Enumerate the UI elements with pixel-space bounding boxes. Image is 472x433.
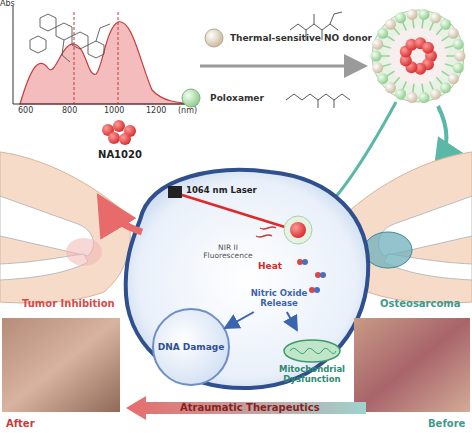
- annotation-label: Before: [428, 418, 465, 429]
- bead: [395, 89, 406, 100]
- mitochondrion-shape: [282, 338, 342, 364]
- bead: [377, 28, 388, 39]
- bead: [430, 89, 441, 100]
- annotation-label: 1064 nm Laser: [186, 186, 257, 195]
- annotation-label: 1200: [146, 107, 166, 116]
- node-text: Nitric Oxide Release: [248, 288, 310, 308]
- annotation-label: NIR II Fluorescence: [200, 244, 256, 261]
- mitochondrion: Mitochondrial Dysfunction: [270, 330, 354, 384]
- red-arrow: [104, 205, 142, 232]
- bead: [455, 51, 466, 62]
- bead: [430, 12, 441, 23]
- nanoparticle: [371, 9, 466, 103]
- annotation-label: Osteosarcoma: [380, 298, 460, 309]
- annotation-label: Heat: [258, 262, 282, 272]
- photo-before: [354, 318, 470, 412]
- teal-arrow: [438, 106, 446, 165]
- bead: [371, 51, 382, 62]
- bead: [453, 39, 464, 50]
- bead: [407, 92, 418, 103]
- annotation-label: 1000: [104, 107, 124, 116]
- component-label: Thermal-sensitive NO donor: [226, 30, 376, 46]
- annotation-label: Tumor Inhibition: [22, 298, 115, 309]
- bead: [385, 82, 396, 93]
- molecule-label: NA1020: [88, 146, 152, 162]
- dye-core: [422, 42, 434, 54]
- annotation-label: Abs: [0, 0, 15, 9]
- cell: [126, 170, 369, 388]
- bead: [377, 73, 388, 84]
- dye-cluster: [102, 120, 136, 145]
- node-text: NA1020: [98, 149, 142, 160]
- bead: [448, 28, 459, 39]
- bead: [395, 12, 406, 23]
- annotation-label: Atraumatic Therapeutics: [180, 402, 320, 413]
- bead: [440, 82, 451, 93]
- absorption-spectrum: [13, 6, 198, 104]
- component-label: Poloxamer: [202, 90, 272, 106]
- annotation-label: 600: [18, 107, 33, 116]
- no-donor-bead: [205, 29, 223, 47]
- process-label: Nitric Oxide Release: [248, 284, 310, 312]
- bead: [372, 62, 383, 73]
- node-text: Poloxamer: [210, 93, 264, 103]
- laser-device: [168, 186, 182, 198]
- bead: [440, 19, 451, 30]
- connector-arrow: [287, 312, 297, 330]
- annotation-label: 800: [62, 107, 77, 116]
- bead: [372, 39, 383, 50]
- bead: [385, 19, 396, 30]
- node-text: Thermal-sensitive NO donor: [230, 33, 372, 43]
- laser-beam: [182, 195, 288, 228]
- connector-arrow: [225, 312, 254, 328]
- annotation-label: After: [6, 418, 35, 429]
- photo-after: [2, 318, 120, 412]
- timeline-arrow: [126, 396, 366, 420]
- heat-waves: [256, 227, 276, 237]
- bead: [418, 9, 429, 20]
- bead: [407, 9, 418, 20]
- no-molecules: [297, 259, 326, 293]
- node-text: Mitochondrial Dysfunction: [270, 364, 354, 384]
- nanoparticle: [284, 216, 312, 244]
- node-text: DNA Damage: [158, 342, 225, 352]
- assembly-arrow: [200, 65, 362, 68]
- nucleus-circle: DNA Damage: [152, 308, 230, 386]
- bead: [453, 62, 464, 73]
- bead: [418, 92, 429, 103]
- leg-after: [0, 152, 130, 303]
- annotation-label: (nm): [178, 107, 197, 116]
- poloxamer-bead: [182, 89, 200, 107]
- chemical-structure: [286, 12, 350, 108]
- bead: [448, 73, 459, 84]
